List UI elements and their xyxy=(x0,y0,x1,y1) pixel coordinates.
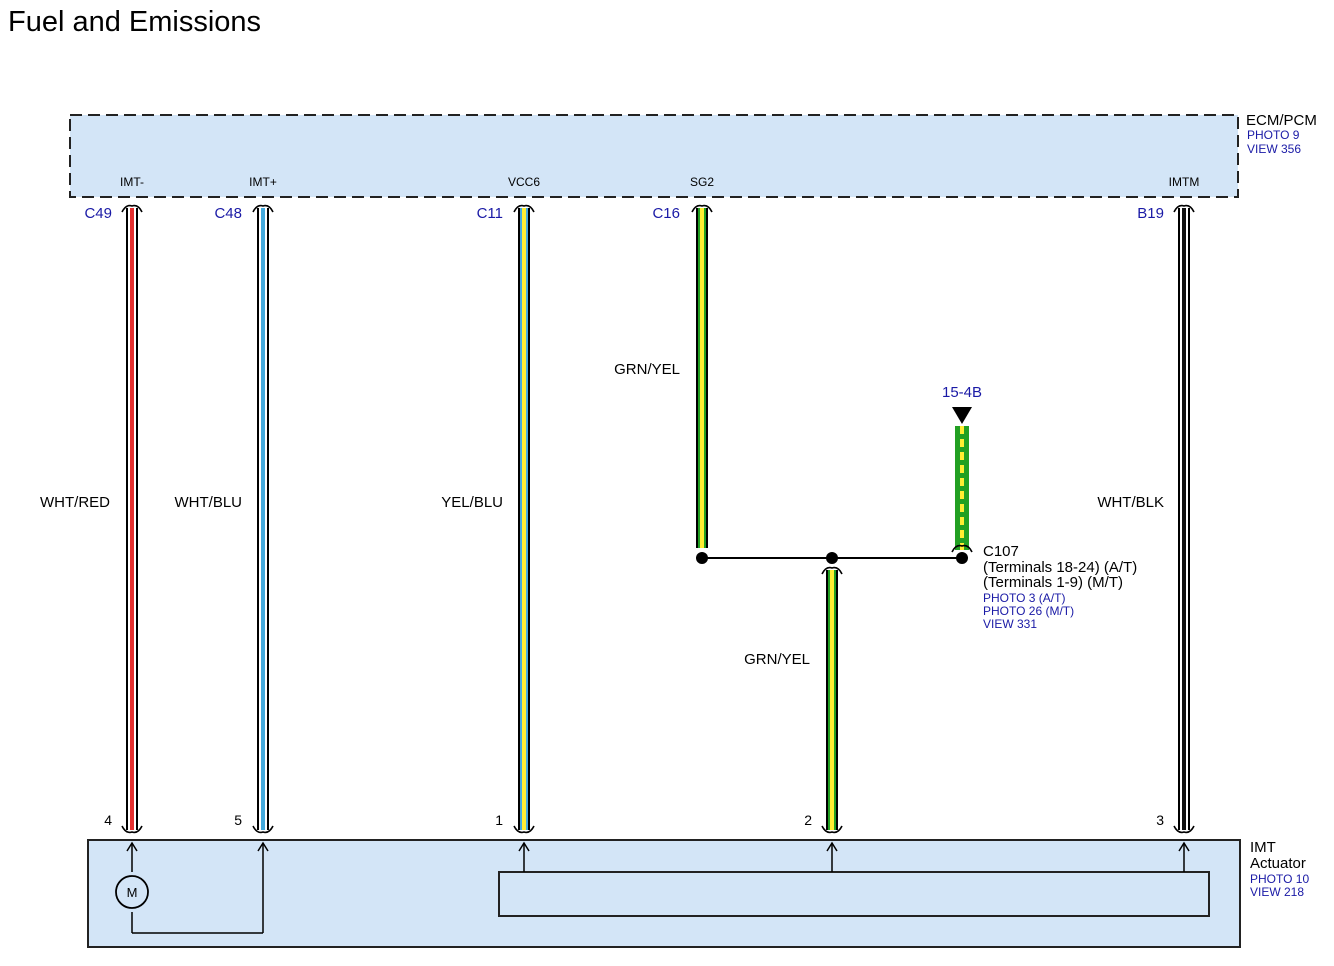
terminal-4: 4 xyxy=(104,812,112,828)
offpage-cap xyxy=(951,544,973,553)
connector-c11[interactable]: C11 xyxy=(477,205,503,222)
pin-label-imt-minus: IMT- xyxy=(120,175,144,189)
pin-label-sg2: SG2 xyxy=(690,175,714,189)
top-cap-c49 xyxy=(121,204,143,213)
top-cap-c48 xyxy=(252,204,274,213)
terminal-1: 1 xyxy=(495,812,503,828)
splice-dot-right xyxy=(956,552,968,564)
actuator-inner-module xyxy=(498,871,1210,917)
connector-c48[interactable]: C48 xyxy=(214,205,242,222)
connector-b19[interactable]: B19 xyxy=(1137,205,1164,222)
wire-grn-yel-offpage[interactable] xyxy=(955,426,969,550)
ecm-box xyxy=(69,114,1239,198)
wire-wht-blk[interactable] xyxy=(1178,208,1190,830)
wire-label-wht-blu: WHT/BLU xyxy=(175,494,243,511)
wire-yel-blu[interactable] xyxy=(518,208,530,830)
terminal-2: 2 xyxy=(804,812,812,828)
c107-name[interactable]: C107 xyxy=(983,543,1019,560)
bottom-cap-3 xyxy=(1173,825,1195,834)
offpage-reference[interactable]: 15-4B xyxy=(942,384,982,401)
actuator-internal-wiring xyxy=(126,841,1190,934)
connector-c49[interactable]: C49 xyxy=(84,205,112,222)
bottom-cap-5 xyxy=(252,825,274,834)
wire-grn-yel-lower[interactable] xyxy=(826,570,838,830)
c107-photo-mt[interactable]: PHOTO 26 (M/T) xyxy=(983,604,1074,618)
actuator-name-line2: Actuator xyxy=(1250,855,1306,872)
c107-terminals-at: (Terminals 18-24) (A/T) xyxy=(983,559,1137,576)
top-cap-b19 xyxy=(1173,204,1195,213)
pin-label-vcc6: VCC6 xyxy=(508,175,540,189)
wire-label-wht-blk: WHT/BLK xyxy=(1097,494,1164,511)
actuator-view-ref[interactable]: VIEW 218 xyxy=(1250,885,1304,899)
page-title: Fuel and Emissions xyxy=(8,6,262,38)
top-cap-c16 xyxy=(691,204,713,213)
splice-dot-left xyxy=(696,552,708,564)
wire-label-wht-red: WHT/RED xyxy=(40,494,110,511)
c107-photo-at[interactable]: PHOTO 3 (A/T) xyxy=(983,591,1065,605)
wire-label-yel-blu: YEL/BLU xyxy=(441,494,503,511)
wire-wht-red[interactable] xyxy=(126,208,138,830)
wire-grn-yel-upper[interactable] xyxy=(696,208,708,548)
splice-cap-lower xyxy=(821,566,843,575)
ecm-view-ref[interactable]: VIEW 356 xyxy=(1247,142,1301,156)
bottom-cap-2 xyxy=(821,825,843,834)
c107-view[interactable]: VIEW 331 xyxy=(983,617,1037,631)
ecm-photo-ref[interactable]: PHOTO 9 xyxy=(1247,128,1300,142)
pin-label-imt-plus: IMT+ xyxy=(249,175,277,189)
wire-label-grn-yel-lower: GRN/YEL xyxy=(744,651,810,668)
bottom-cap-4 xyxy=(121,825,143,834)
terminal-3: 3 xyxy=(1156,812,1164,828)
bottom-cap-1 xyxy=(513,825,535,834)
connector-c16[interactable]: C16 xyxy=(652,205,680,222)
actuator-name-line1: IMT xyxy=(1250,839,1276,856)
terminal-5: 5 xyxy=(234,812,242,828)
c107-terminals-mt: (Terminals 1-9) (M/T) xyxy=(983,574,1123,591)
pin-label-imtm: IMTM xyxy=(1169,175,1200,189)
ecm-name: ECM/PCM xyxy=(1246,112,1317,129)
wire-label-grn-yel-upper: GRN/YEL xyxy=(614,361,680,378)
motor-label: M xyxy=(127,885,138,900)
actuator-photo-ref[interactable]: PHOTO 10 xyxy=(1250,872,1309,886)
top-cap-c11 xyxy=(513,204,535,213)
splice-dot-center xyxy=(826,552,838,564)
offpage-arrow-icon[interactable] xyxy=(952,407,972,424)
motor-icon xyxy=(115,875,149,909)
wire-wht-blu[interactable] xyxy=(257,208,269,830)
